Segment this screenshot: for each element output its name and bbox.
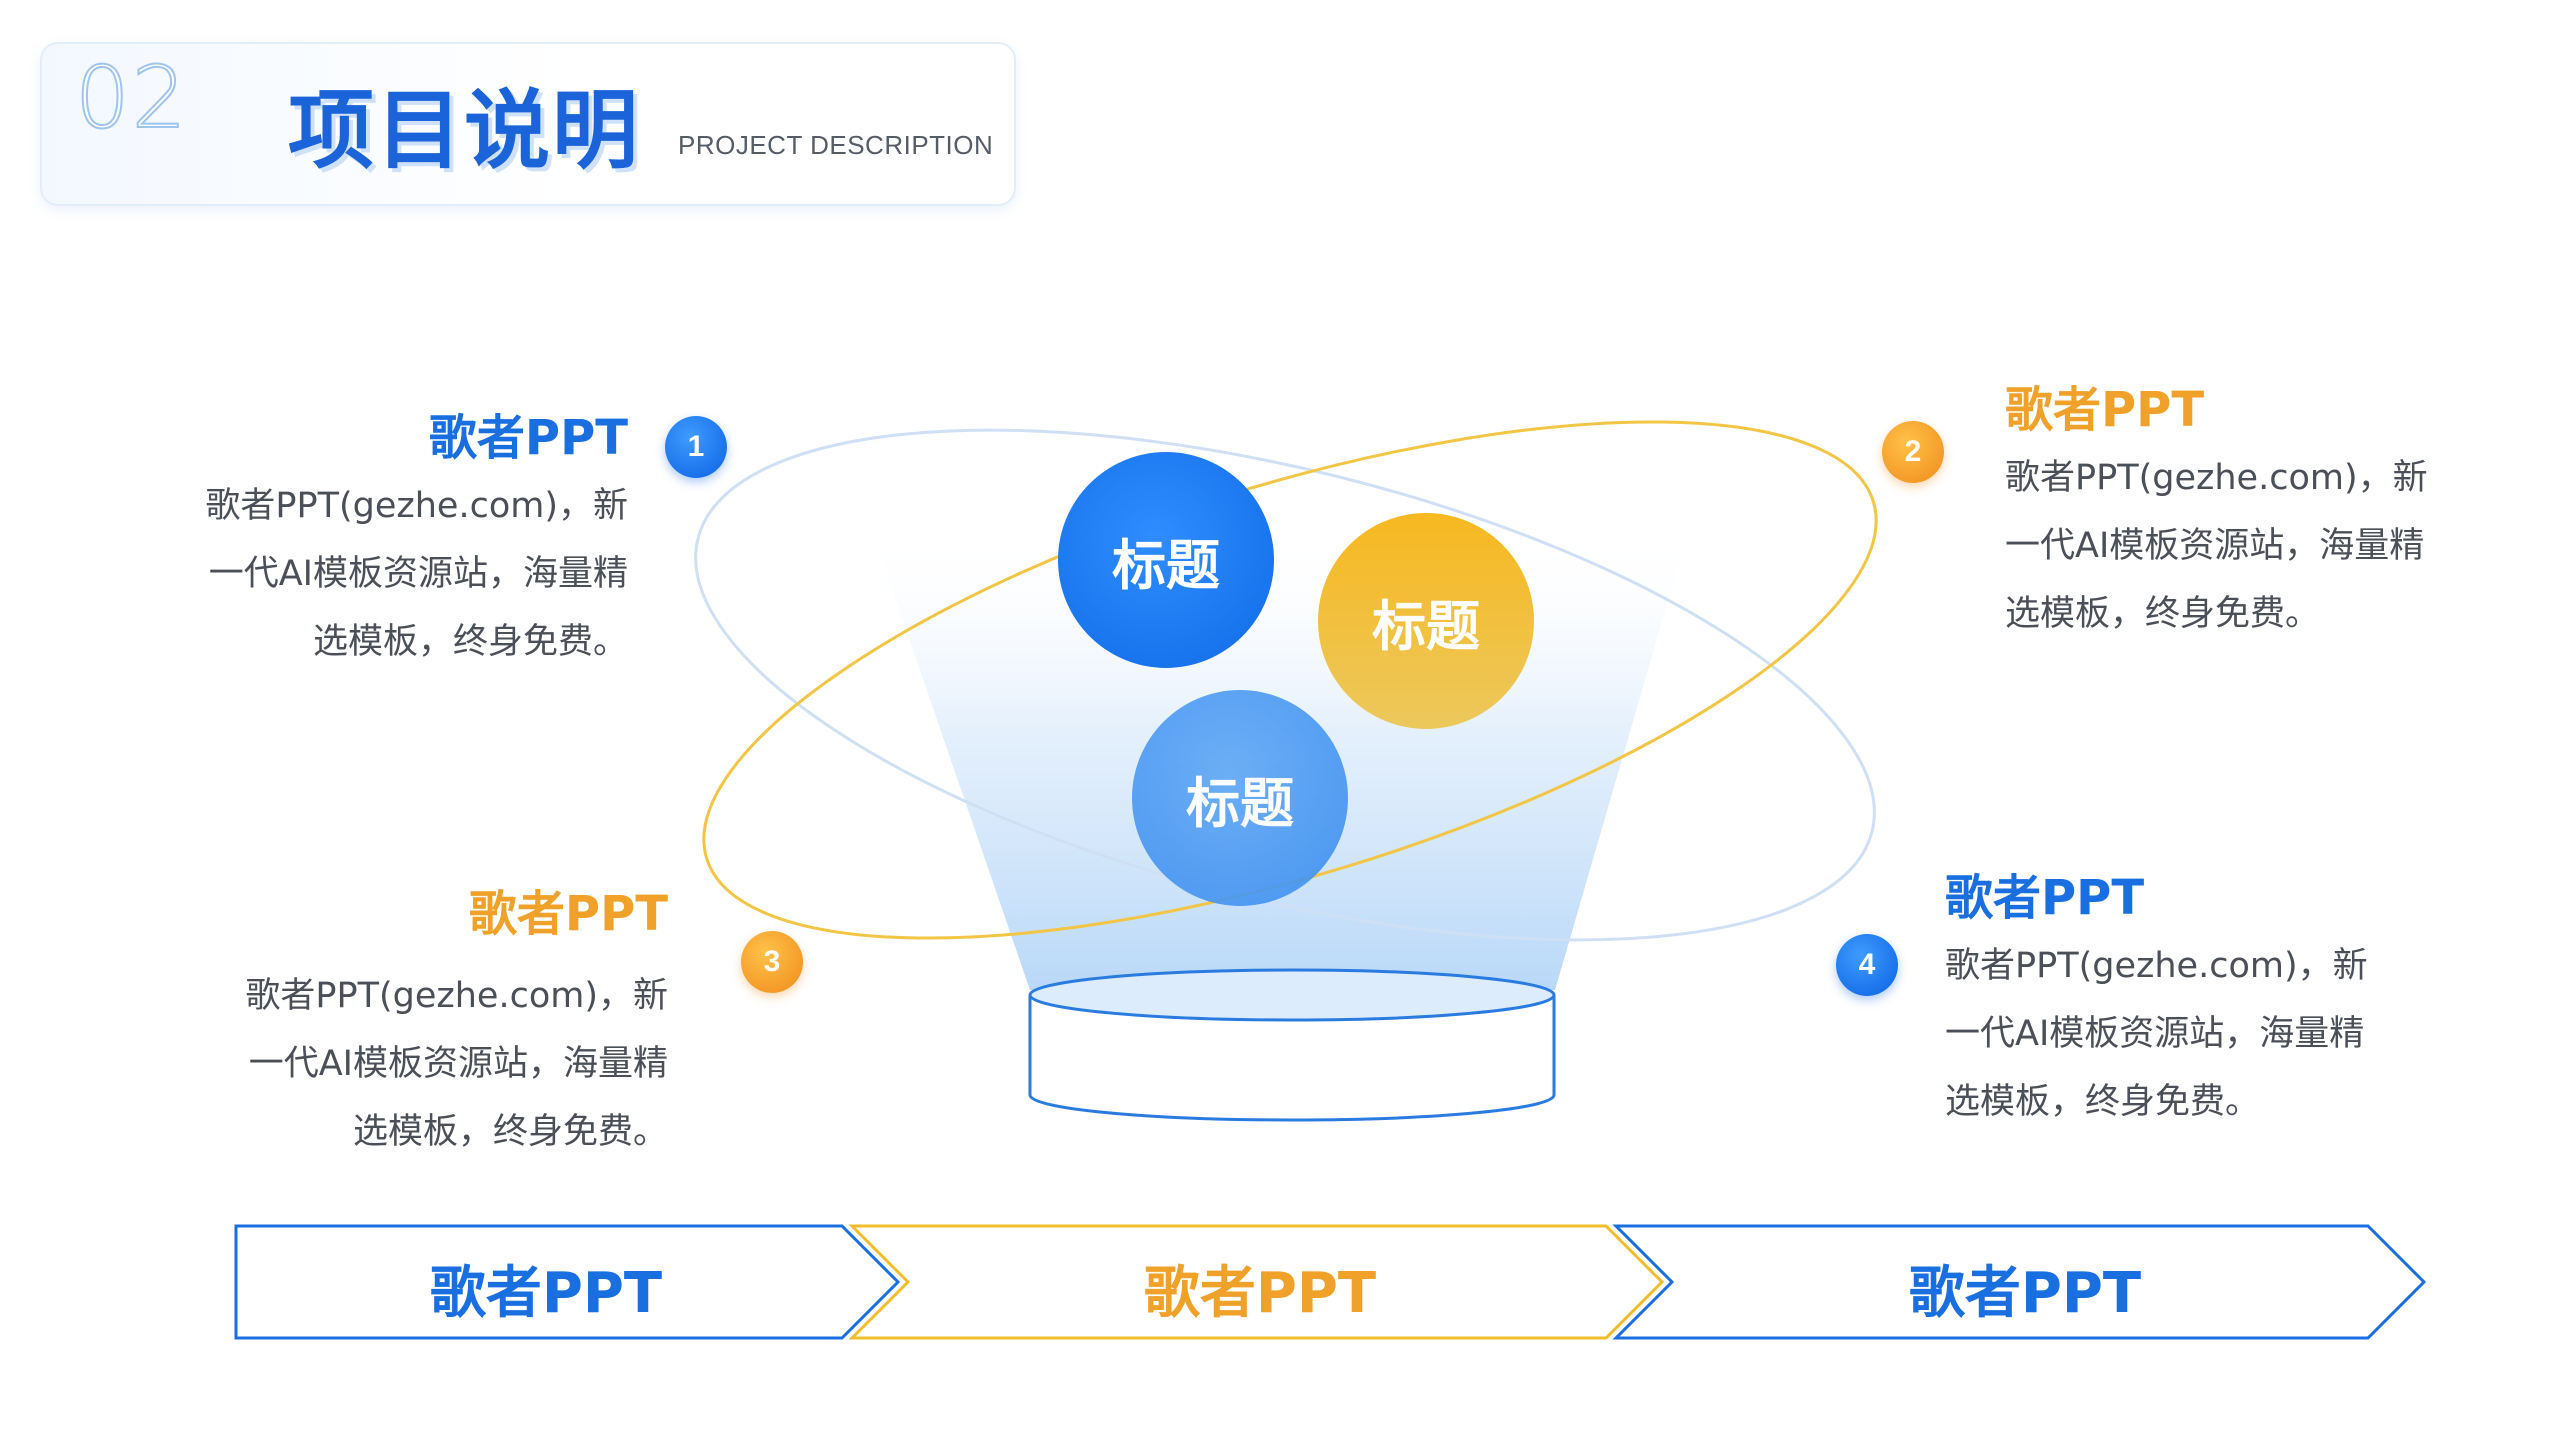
- page-subtitle: PROJECT DESCRIPTION: [678, 130, 994, 160]
- bubble-title-2: 标题: [1318, 513, 1534, 729]
- badge-3: 3: [741, 931, 803, 993]
- item-2-title: 歌者PPT: [2005, 382, 2205, 438]
- item-4-title: 歌者PPT: [1945, 870, 2145, 926]
- item-1-line: 一代AI模板资源站，海量精: [208, 554, 628, 594]
- item-3: 歌者PPT 歌者PPT(gezhe.com)，新 一代AI模板资源站，海量精 选…: [160, 874, 668, 1166]
- arrow-banner-3: [1612, 1224, 2427, 1340]
- item-1-line: 歌者PPT(gezhe.com)，新: [205, 486, 628, 526]
- item-3-line: 选模板，终身免费。: [352, 1112, 668, 1152]
- bubble-title-1: 标题: [1058, 452, 1274, 668]
- item-1-title: 歌者PPT: [428, 410, 628, 466]
- item-1-line: 选模板，终身免费。: [312, 622, 628, 662]
- header-card: [40, 42, 1016, 206]
- item-3-line: 一代AI模板资源站，海量精: [248, 1044, 668, 1084]
- arrow-label-3: 歌者PPT: [1908, 1261, 2142, 1326]
- item-3-title: 歌者PPT: [468, 886, 668, 942]
- item-2-line: 一代AI模板资源站，海量精: [2005, 526, 2425, 566]
- item-4-line: 选模板，终身免费。: [1945, 1082, 2261, 1122]
- page-title: 项目说明: [288, 81, 640, 181]
- arrow-banner-1: [234, 1224, 901, 1340]
- arrow-label-1: 歌者PPT: [429, 1261, 663, 1326]
- item-2-line: 选模板，终身免费。: [2005, 594, 2321, 634]
- pedestal: [1028, 968, 1556, 1122]
- item-4: 歌者PPT 歌者PPT(gezhe.com)，新 一代AI模板资源站，海量精 选…: [1945, 858, 2465, 1136]
- item-2-line: 歌者PPT(gezhe.com)，新: [2005, 458, 2428, 498]
- section-number: 02: [74, 47, 189, 149]
- badge-4: 4: [1836, 934, 1898, 996]
- badge-2: 2: [1882, 421, 1944, 483]
- badge-1: 1: [665, 416, 727, 478]
- arrow-label-2: 歌者PPT: [1143, 1261, 1377, 1326]
- arrow-banner-2: [848, 1224, 1665, 1340]
- bubble-title-3: 标题: [1132, 690, 1348, 906]
- item-1: 歌者PPT 歌者PPT(gezhe.com)，新 一代AI模板资源站，海量精 选…: [120, 398, 628, 676]
- item-4-line: 歌者PPT(gezhe.com)，新: [1945, 946, 2368, 986]
- item-4-line: 一代AI模板资源站，海量精: [1945, 1014, 2365, 1054]
- item-2: 歌者PPT 歌者PPT(gezhe.com)，新 一代AI模板资源站，海量精 选…: [2005, 370, 2525, 648]
- item-3-line: 歌者PPT(gezhe.com)，新: [245, 976, 668, 1016]
